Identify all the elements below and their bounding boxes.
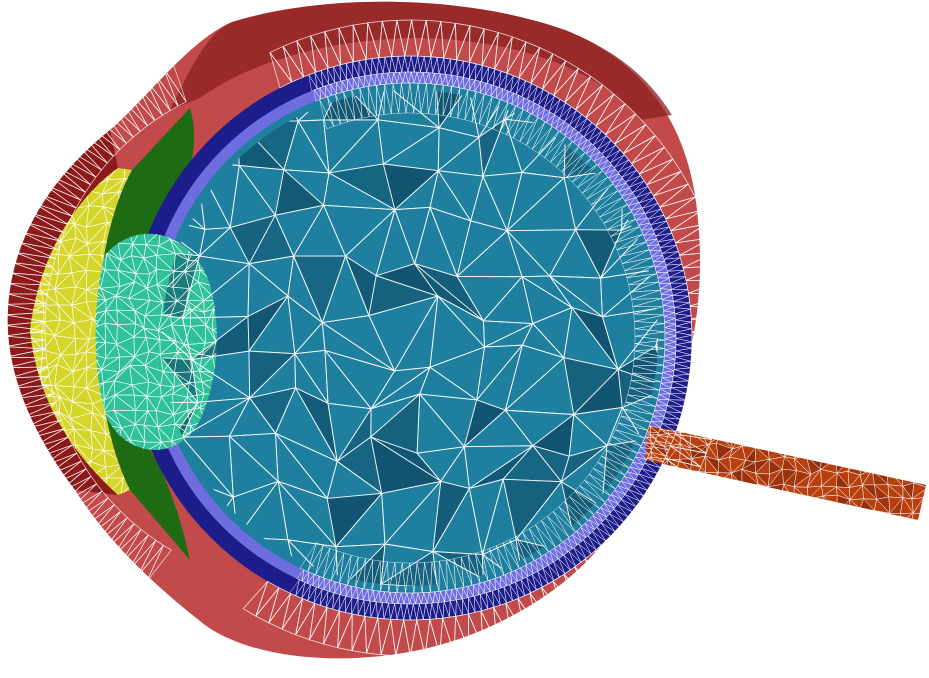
iris-ciliary-region xyxy=(98,108,195,560)
aqueous-humor-region xyxy=(30,168,132,495)
cornea-region xyxy=(7,130,119,495)
shell-mesh-lines xyxy=(4,19,729,657)
sclera-shadow xyxy=(170,1,672,120)
